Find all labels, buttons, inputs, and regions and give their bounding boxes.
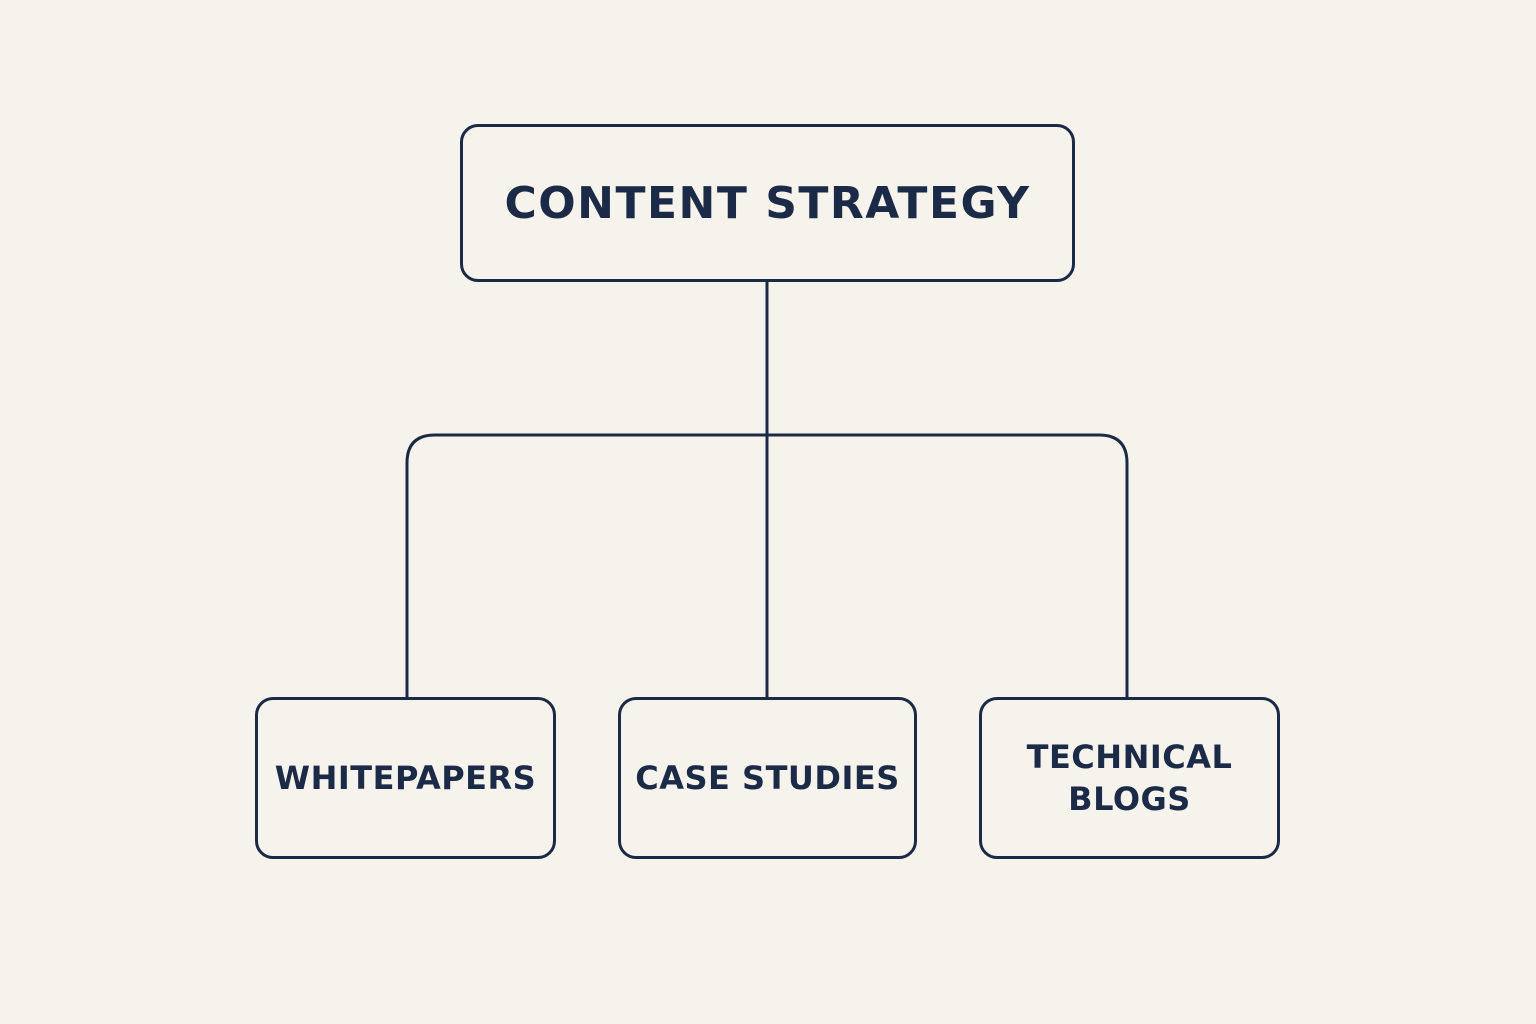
- root-node-label: CONTENT STRATEGY: [504, 177, 1031, 229]
- root-node-content-strategy: CONTENT STRATEGY: [460, 124, 1075, 282]
- child-node-label: WHITEPAPERS: [274, 759, 537, 797]
- child-node-whitepapers: WHITEPAPERS: [255, 697, 556, 859]
- child-node-label: CASE STUDIES: [635, 759, 900, 797]
- child-node-label: TECHNICAL BLOGS: [1026, 738, 1233, 818]
- child-node-case-studies: CASE STUDIES: [618, 697, 917, 859]
- child-node-technical-blogs: TECHNICAL BLOGS: [979, 697, 1280, 859]
